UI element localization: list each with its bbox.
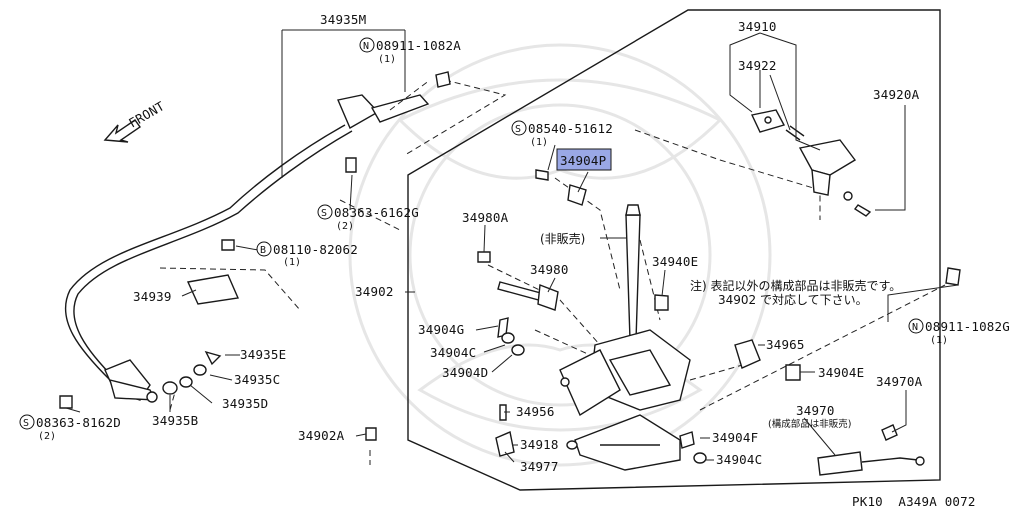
label-34935M: 34935M [320, 12, 366, 27]
prefix-b-08110: B [260, 245, 266, 256]
label-08540-qty: (1) [530, 137, 548, 148]
label-34935D: 34935D [222, 396, 268, 411]
label-34977: 34977 [520, 459, 559, 474]
footer-code: PK10 A349A 0072 [852, 494, 976, 509]
small-parts [59, 71, 961, 476]
label-34904C-b: 34904C [716, 452, 762, 467]
label-34935C: 34935C [234, 372, 280, 387]
label-34902: 34902 [355, 284, 394, 299]
label-08363-8162-qty: (2) [38, 431, 56, 442]
label-08540: 08540-51612 [528, 121, 613, 136]
label-08110-qty: (1) [283, 257, 301, 268]
label-34922: 34922 [738, 58, 777, 73]
label-34904P: 34904P [560, 153, 606, 168]
assembly-frame [407, 9, 941, 491]
label-hibaihin: (非販売) [540, 231, 585, 246]
note-line-1: 注) 表記以外の構成部品は非販売です。 [690, 278, 901, 293]
label-34956: 34956 [516, 404, 555, 419]
label-34970-note: (構成部品は非販売) [768, 418, 851, 430]
label-34904E: 34904E [818, 365, 864, 380]
label-34939: 34939 [133, 289, 172, 304]
label-34904G: 34904G [418, 322, 464, 337]
label-34904C-a: 34904C [430, 345, 476, 360]
label-34918: 34918 [520, 437, 559, 452]
label-34970: 34970 [796, 403, 835, 418]
label-34902A: 34902A [298, 428, 345, 443]
label-34980A: 34980A [462, 210, 509, 225]
leader-lines [65, 32, 959, 463]
label-08911-right-qty: (1) [930, 335, 948, 346]
front-arrow-icon: FRONT [103, 98, 167, 143]
part-labels: 34935M 08911-1082A (1) 08540-51612 (1) 3… [36, 12, 1010, 509]
label-34940E: 34940E [652, 254, 698, 269]
label-08110: 08110-82062 [273, 242, 358, 257]
prefix-s-8162: S [23, 418, 29, 429]
label-34965: 34965 [766, 337, 805, 352]
label-08911-top: 08911-1082A [376, 38, 461, 53]
label-34904D: 34904D [442, 365, 488, 380]
label-08363-8162: 08363-8162D [36, 415, 121, 430]
prefix-n-top: N [363, 41, 369, 52]
cable-bracket-leader [281, 29, 406, 178]
front-label: FRONT [126, 98, 167, 130]
label-08363-6162-qty: (2) [336, 221, 354, 232]
label-34920A: 34920A [873, 87, 920, 102]
shift-lever [559, 204, 691, 417]
label-34935B: 34935B [152, 413, 198, 428]
highlight-box [556, 148, 612, 171]
base-plate [574, 414, 681, 471]
label-34904F: 34904F [712, 430, 758, 445]
prefix-circles: N S S B S N [19, 37, 924, 430]
note-line-2: 34902 で対応して下さい。 [718, 293, 868, 307]
shift-cable [64, 94, 430, 403]
prefix-n-right: N [912, 322, 918, 333]
knob-assembly [750, 109, 872, 217]
label-34980: 34980 [530, 262, 569, 277]
label-08363-6162: 08363-6162G [334, 205, 419, 220]
label-34910: 34910 [738, 19, 777, 34]
label-34970A: 34970A [876, 374, 923, 389]
prefix-s-08540: S [515, 124, 521, 135]
label-08911-top-qty: (1) [378, 54, 396, 65]
label-08911-right: 08911-1082G [925, 319, 1010, 334]
prefix-s-6162: S [321, 208, 327, 219]
label-34935E: 34935E [240, 347, 286, 362]
